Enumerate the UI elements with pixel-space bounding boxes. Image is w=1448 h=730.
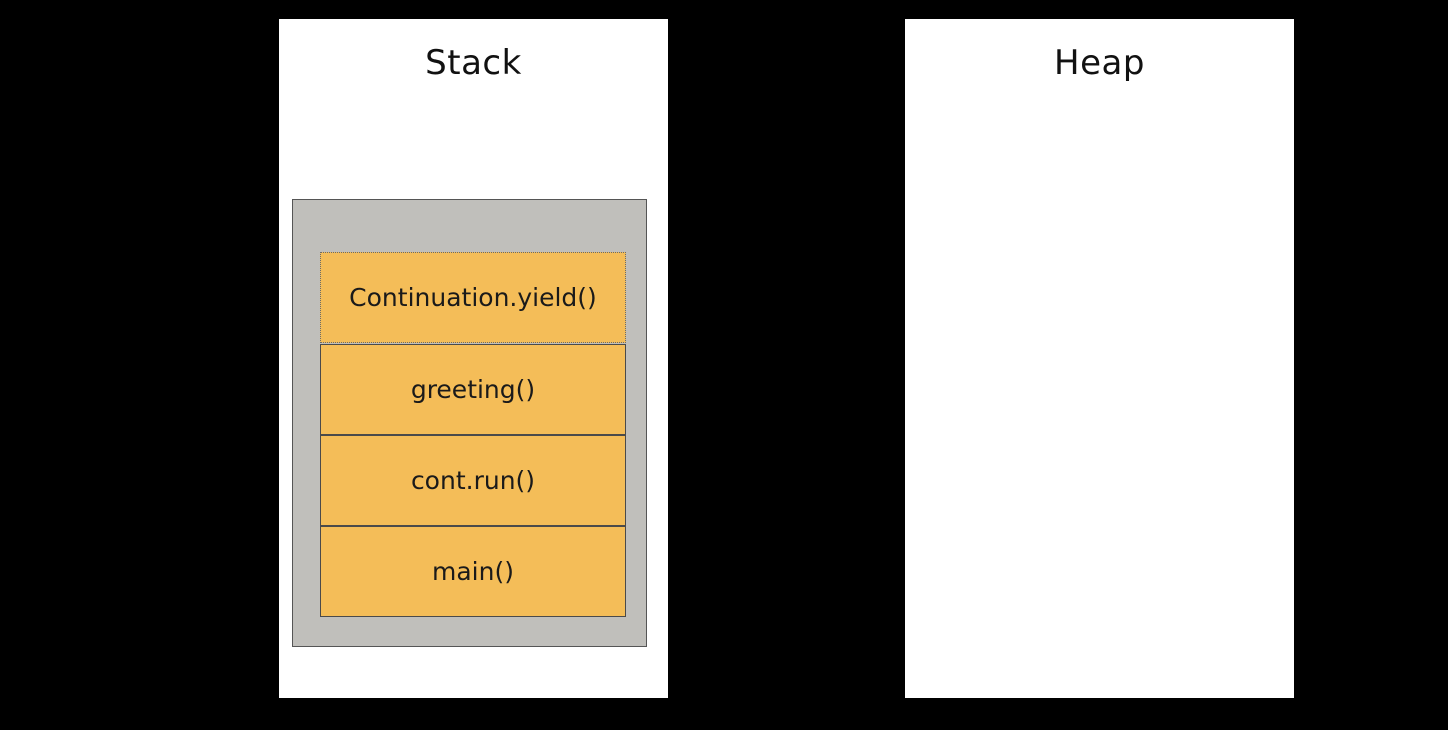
stack-frame-greeting: greeting() (320, 344, 626, 435)
stack-title: Stack (425, 43, 522, 83)
heap-panel: Heap (905, 19, 1294, 698)
stack-frame-main: main() (320, 526, 626, 617)
stack-frame-continuation-yield: Continuation.yield() (320, 252, 626, 343)
heap-title: Heap (1054, 43, 1145, 83)
stack-frame-cont-run: cont.run() (320, 435, 626, 526)
